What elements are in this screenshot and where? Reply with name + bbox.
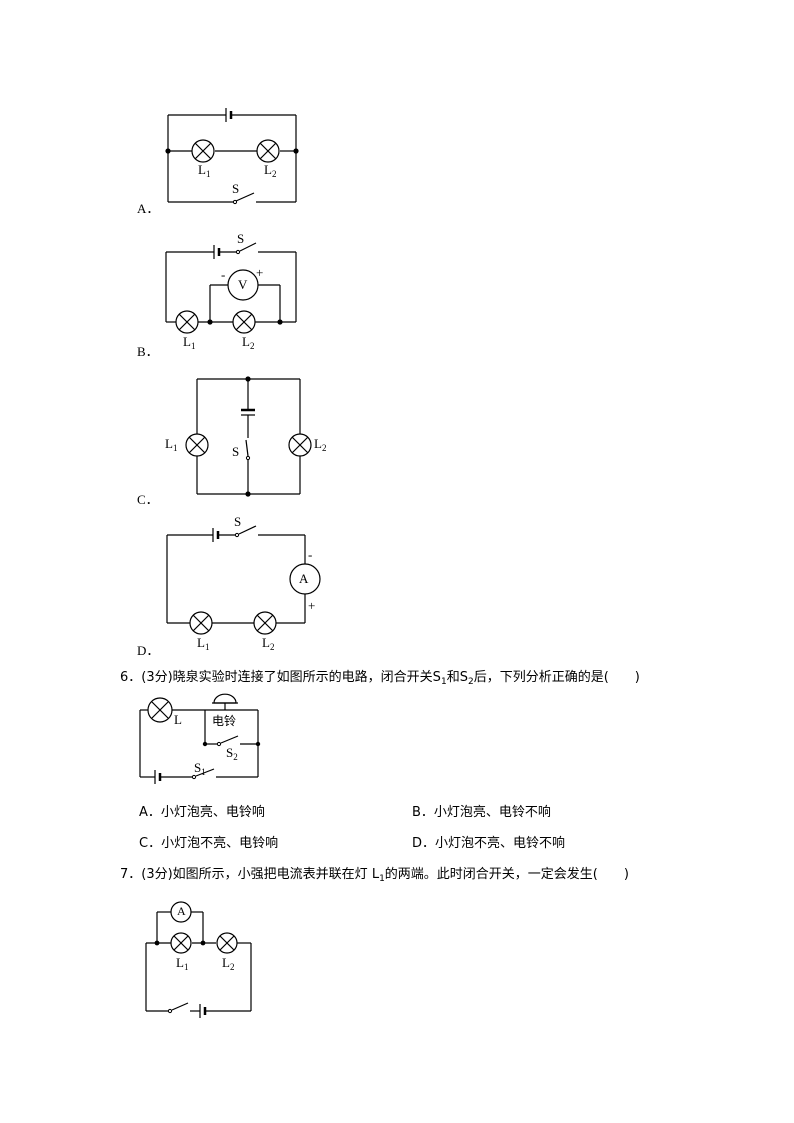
label-s: S [232,444,240,459]
option-a-letter: A． [137,201,160,216]
q6-option-a[interactable]: A．小灯泡亮、电铃响 [139,805,265,820]
label-l2: L2 [314,436,327,453]
label-l1: L1 [198,162,211,179]
question-6-text: 6．(3分)晓泉实验时连接了如图所示的电路，闭合开关S1和S2后，下列分析正确的… [120,670,640,687]
plus-sign: + [308,598,316,613]
minus-sign: - [221,267,226,282]
label-l1: L1 [165,436,178,453]
label-s: S [232,181,240,196]
question-7-text: 7．(3分)如图所示，小强把电流表并联在灯 L1的两端。此时闭合开关，一定会发生… [120,867,629,884]
label-s1: S1 [194,760,206,777]
voltmeter-label: V [238,277,248,292]
option-c-letter: C． [137,492,159,507]
ammeter-label: A [299,571,309,586]
ammeter-icon [289,563,321,595]
ammeter-label: A [177,904,186,918]
label-l2: L2 [264,162,277,179]
label-l2: L2 [262,635,275,652]
label-l2: L2 [242,334,255,351]
label-l1: L1 [197,635,210,652]
label-s: S [237,231,245,246]
bell-label: 电铃 [212,714,237,728]
label-l: L [174,712,182,727]
label-l2: L2 [222,955,235,972]
ammeter-icon [170,901,192,923]
voltmeter-icon [227,269,259,301]
label-s2: S2 [226,745,238,762]
label-s: S [234,514,242,529]
option-d-letter: D． [137,643,160,658]
label-l1: L1 [183,334,196,351]
q6-option-b[interactable]: B．小灯泡亮、电铃不响 [412,805,551,820]
plus-sign: + [256,265,264,280]
minus-sign: - [308,547,313,562]
q6-option-c[interactable]: C．小灯泡不亮、电铃响 [139,836,279,851]
option-b-letter: B． [137,344,159,359]
label-l1: L1 [176,955,189,972]
q6-option-d[interactable]: D．小灯泡不亮、电铃不响 [412,836,566,851]
